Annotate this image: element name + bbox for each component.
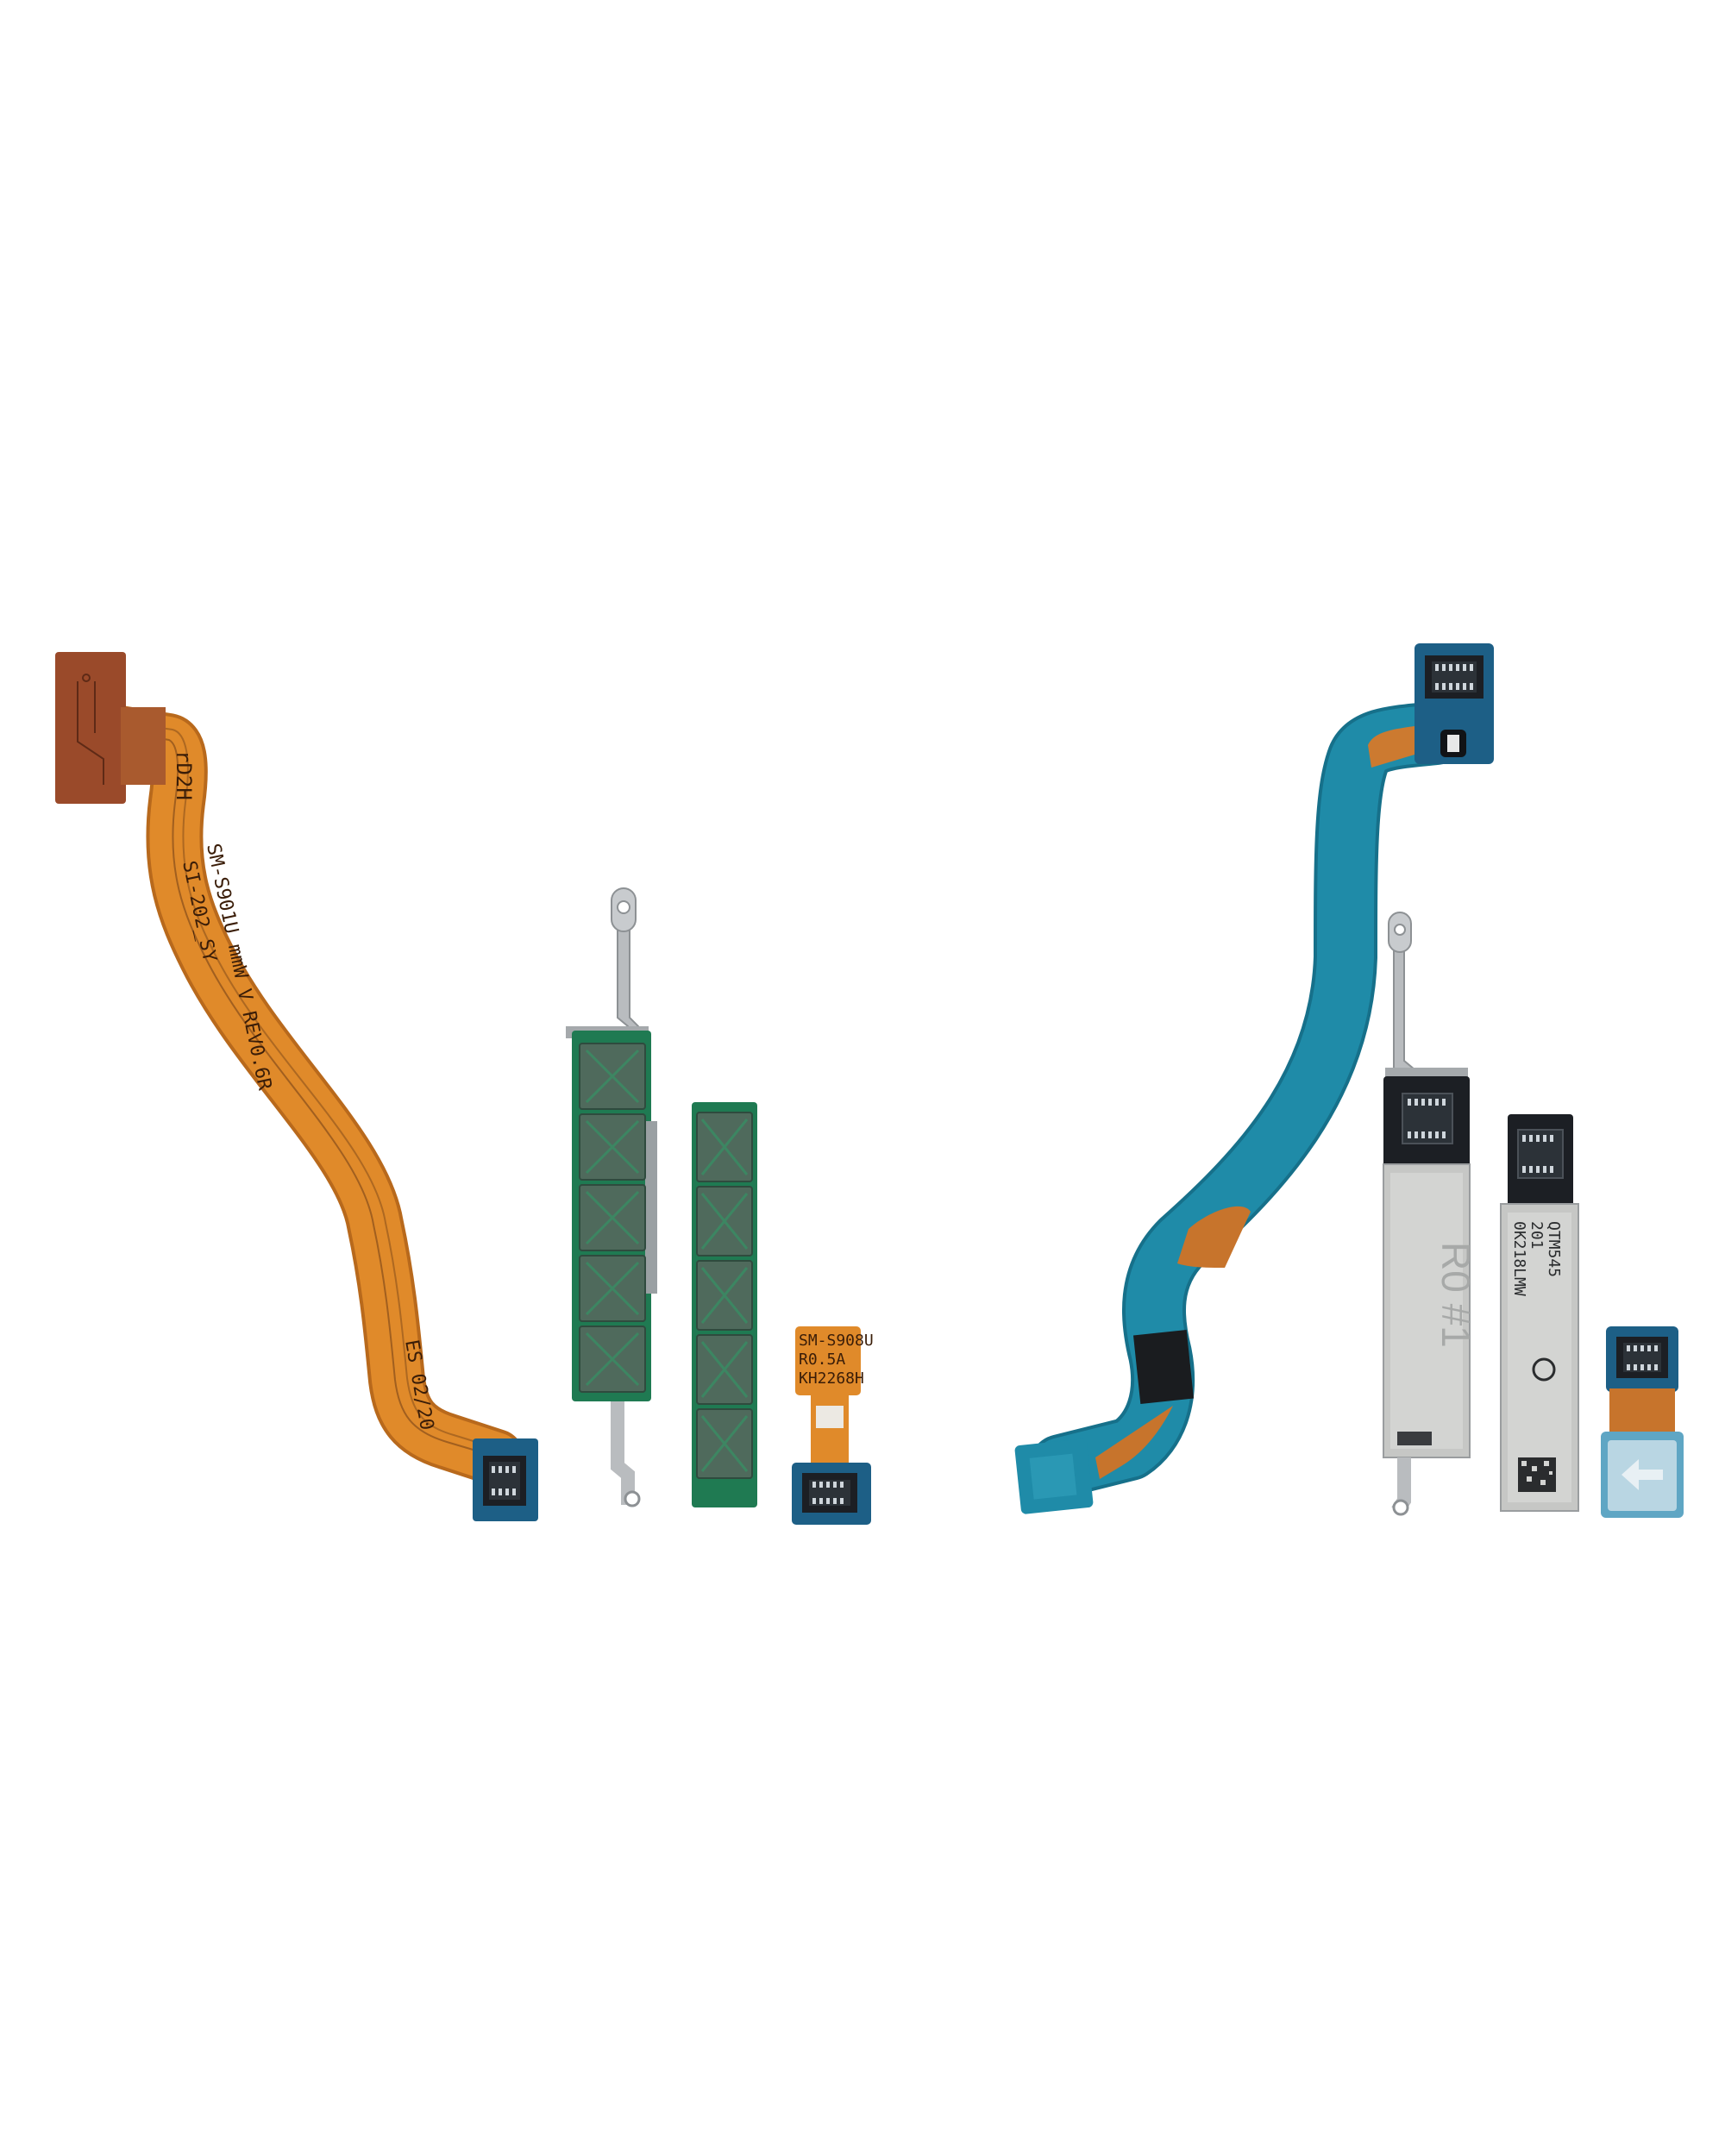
orange-flex-cable [75, 703, 524, 1486]
small-flex-label-3: KH2268H [799, 1369, 864, 1388]
antenna-module-a [566, 887, 657, 1507]
shield-b-label-3: 0K218LMW [1510, 1221, 1528, 1296]
blue-flex-cable [1029, 701, 1468, 1498]
shield-b-label-1: QTM545 [1545, 1221, 1563, 1277]
blue-flex-bottom-tab [1014, 1438, 1094, 1514]
copper-connector-pad [55, 652, 166, 804]
flex-top-mark: rD2H [172, 750, 196, 800]
small-blue-flex [1601, 1326, 1684, 1518]
small-flex-label-2: R0.5A [799, 1351, 845, 1369]
small-orange-flex: SM-S908U R0.5A KH2268H [792, 1326, 874, 1525]
antenna-module-b [692, 1102, 757, 1507]
shield-b-label-2: 201 [1527, 1221, 1546, 1250]
shield-module-b: QTM545 201 0K218LMW [1500, 1114, 1579, 1512]
blue-flex-top-connector [1414, 643, 1494, 764]
shield-a-mark: R0 #1 [1433, 1242, 1478, 1348]
small-flex-label-1: SM-S908U [799, 1332, 874, 1350]
flex-bottom-connector [473, 1438, 538, 1521]
shield-module-a: R0 #1 [1383, 912, 1478, 1516]
